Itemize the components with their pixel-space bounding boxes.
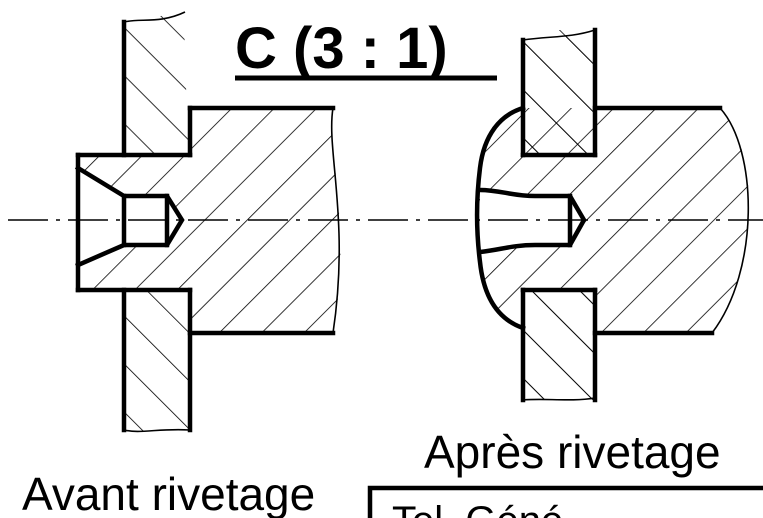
title-block-frame	[367, 485, 763, 518]
plate-lower-section	[124, 290, 190, 436]
countersink-hole	[78, 168, 182, 265]
before-riveting-caption: Avant rivetage	[22, 468, 315, 518]
plate-upper-section	[124, 12, 190, 155]
after-riveting-view	[474, 27, 750, 403]
title-block-text: Tel. Géné	[392, 499, 563, 518]
after-riveting-caption: Après rivetage	[424, 426, 721, 478]
detail-view-title: C (3 : 1)	[235, 16, 448, 81]
rivet-cavity	[480, 190, 584, 252]
